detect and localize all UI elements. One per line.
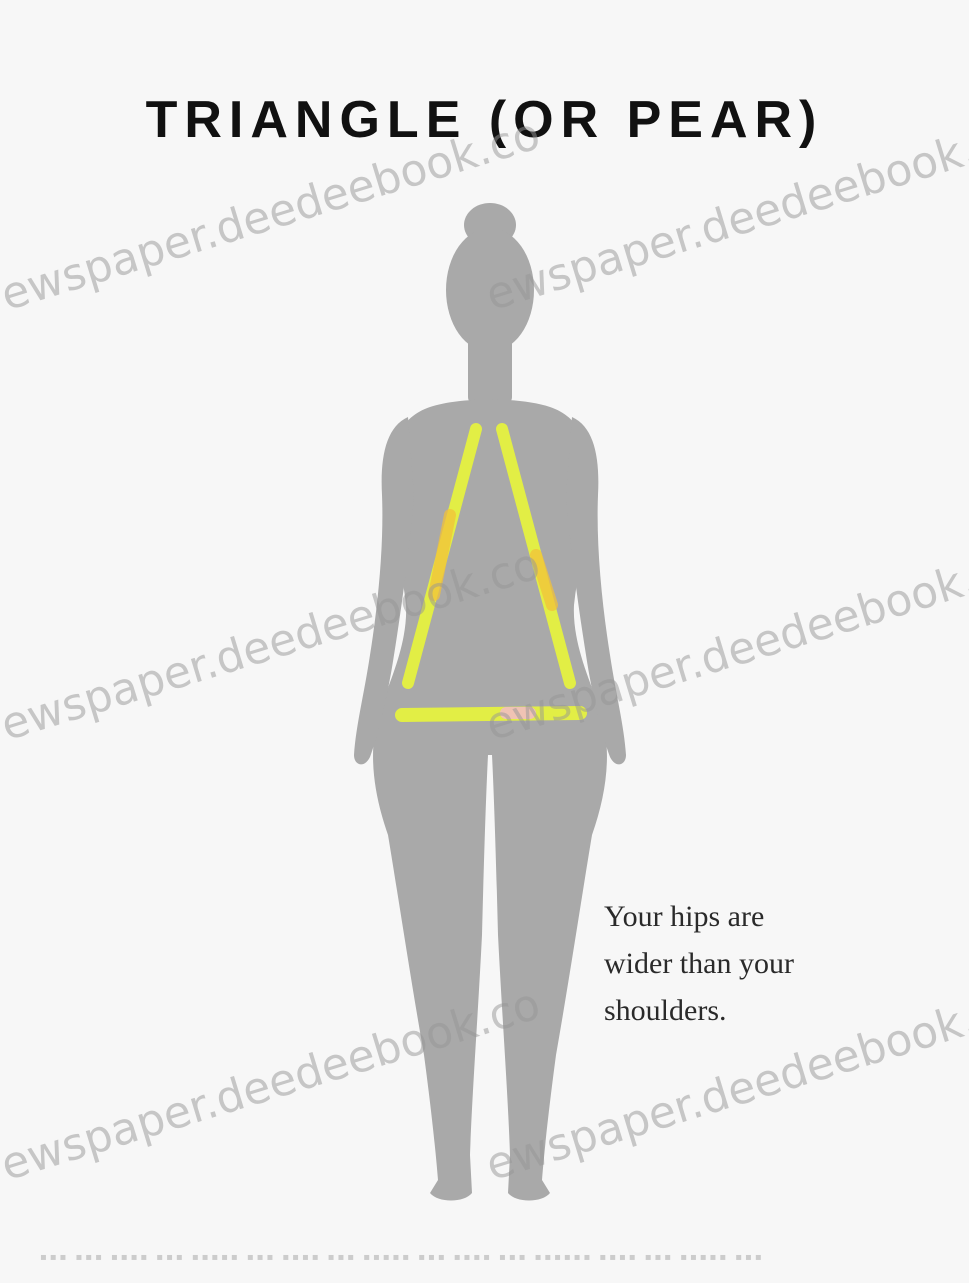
body-illustration (330, 195, 650, 1225)
silhouette (354, 203, 626, 1201)
caption-line-3: shoulders. (604, 987, 864, 1034)
page-title: TRIANGLE (OR PEAR) (0, 90, 969, 150)
caption-line-1: Your hips are (604, 893, 864, 940)
shape-description: Your hips are wider than your shoulders. (604, 893, 864, 1034)
caption-line-2: wider than your (604, 940, 864, 987)
footer-credit-blur: ▪▪▪ ▪▪▪ ▪▪▪▪ ▪▪▪ ▪▪▪▪▪ ▪▪▪ ▪▪▪▪ ▪▪▪ ▪▪▪▪… (40, 1252, 929, 1263)
female-body-silhouette-icon (330, 195, 650, 1225)
